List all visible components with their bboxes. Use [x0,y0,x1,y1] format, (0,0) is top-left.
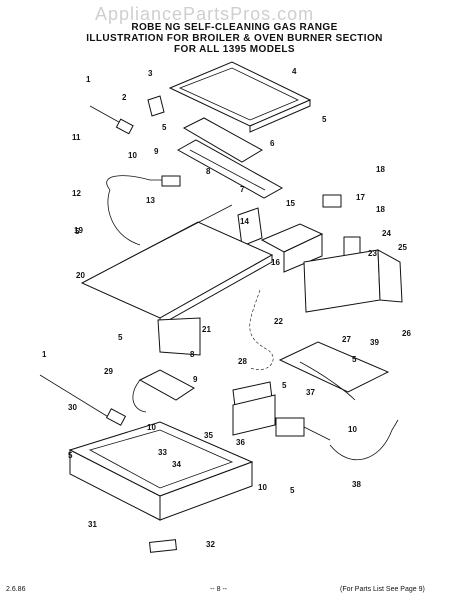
callout-29: 29 [104,367,113,376]
header-line-3: FOR ALL 1395 MODELS [174,44,295,55]
callout-39: 39 [370,338,379,347]
header-line-2: ILLUSTRATION FOR BROILER & OVEN BURNER S… [86,33,383,44]
callout-18: 18 [376,205,385,214]
callout-36: 36 [236,438,245,447]
callout-5: 5 [352,355,357,364]
callout-17: 17 [356,193,365,202]
callout-1: 1 [86,75,91,84]
callout-8: 8 [190,350,195,359]
callout-28: 28 [238,357,247,366]
callout-19: 19 [74,226,83,235]
callout-12: 12 [72,189,81,198]
callout-38: 38 [352,480,361,489]
callout-23: 23 [368,249,377,258]
callout-1: 1 [42,350,47,359]
callout-22: 22 [274,317,283,326]
callout-32: 32 [206,540,215,549]
callout-33: 33 [158,448,167,457]
callout-14: 14 [240,217,249,226]
part-oven-burner [138,369,195,401]
callout-6: 6 [270,139,275,148]
callout-3: 3 [148,69,153,78]
callout-9: 9 [193,375,198,384]
callout-16: 16 [271,258,280,267]
part-gas-tube-upper [106,175,180,191]
part-oven-valve [275,417,305,437]
callout-5: 5 [162,123,167,132]
callout-8: 8 [206,167,211,176]
footer-date: 2.6.86 [6,586,26,593]
callout-5: 5 [75,227,80,236]
callout-4: 4 [292,67,297,76]
part-igniter-lower [105,408,127,426]
part-igniter-top [115,118,134,135]
callout-27: 27 [342,335,351,344]
watermark: AppliancePartsPros.com [95,4,315,24]
part-bracket [147,95,165,117]
part-safety-valve [322,194,342,208]
footer-page-number: -- 8 -- [210,586,228,593]
callout-7: 7 [240,185,245,194]
callout-5: 5 [282,381,287,390]
callout-26: 26 [402,329,411,338]
part-broiler-burner [176,139,284,199]
callout-34: 34 [172,460,181,469]
part-burner-tube [278,341,390,393]
callout-20: 20 [76,271,85,280]
callout-13: 13 [146,196,155,205]
callout-10: 10 [128,151,137,160]
callout-5: 5 [290,486,295,495]
part-wire-harness [249,289,274,370]
callout-10: 10 [348,425,357,434]
callout-35: 35 [204,431,213,440]
callout-18: 18 [376,165,385,174]
part-valve-bracket [237,207,263,247]
callout-10: 10 [258,483,267,492]
callout-9: 9 [154,147,159,156]
callout-37: 37 [306,388,315,397]
header-line-1: ROBE NG SELF-CLEANING GAS RANGE [131,22,338,33]
footer-parts-list-note: (For Parts List See Page 9) [340,586,425,593]
callout-2: 2 [122,93,127,102]
callout-25: 25 [398,243,407,252]
callout-10: 10 [147,423,156,432]
callout-15: 15 [286,199,295,208]
callout-30: 30 [68,403,77,412]
callout-11: 11 [72,133,81,142]
callout-24: 24 [382,229,391,238]
callout-5: 5 [322,115,327,124]
callout-5: 5 [68,451,73,460]
part-gas-line [329,419,399,461]
part-spacer-block [148,539,178,553]
callout-31: 31 [88,520,97,529]
callout-5: 5 [118,333,123,342]
callout-21: 21 [202,325,211,334]
